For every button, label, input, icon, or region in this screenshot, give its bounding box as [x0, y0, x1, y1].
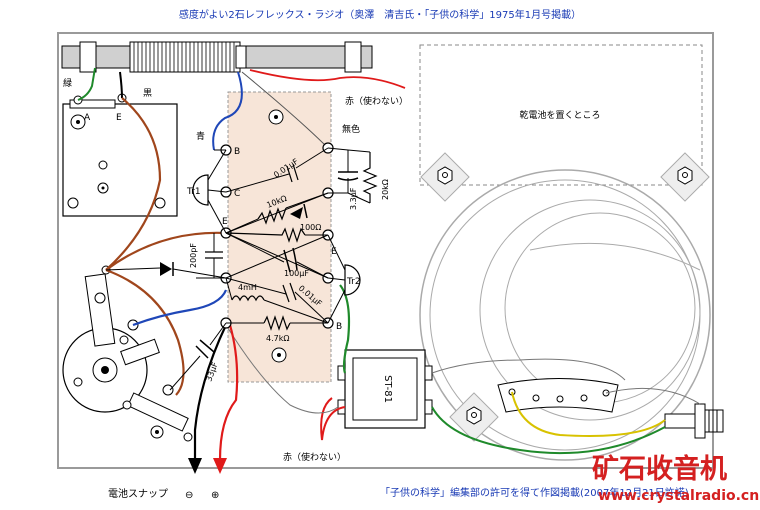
term-label-b2: B [336, 322, 342, 332]
transformer-label: ST-81 [382, 375, 393, 403]
label-cap-200pf: 200pF [189, 243, 198, 268]
label-blue: 青 [196, 130, 205, 142]
inductor-4mh [225, 277, 329, 324]
wire-transformer-speaker-top [431, 358, 626, 381]
diode-detector [105, 262, 227, 279]
wire-blue-antenna [212, 71, 243, 151]
wire-gray-board-transformer [225, 324, 339, 414]
wire-black-antenna [119, 71, 123, 99]
label-green: 緑 [63, 77, 72, 89]
term-label-e2: E [331, 247, 337, 257]
battery-snap-label: 電池スナップ [108, 487, 168, 500]
wire-green-tr2 [339, 284, 351, 374]
transistor-tr2 [327, 234, 361, 324]
wire-b1-e1 [225, 192, 329, 234]
label-black: 黒 [143, 88, 152, 99]
bar-antenna [61, 41, 373, 73]
wire-gray-speaker [605, 388, 701, 405]
wire-green-antenna [77, 67, 96, 101]
capacitor-33uf-battery [169, 322, 227, 391]
arrow-battery-red [213, 458, 227, 474]
term-label-e1: E [222, 217, 228, 227]
speaker-bracket-bottom [449, 392, 499, 442]
volume-switch [62, 265, 193, 442]
battery-plus-symbol: ⊕ [211, 490, 219, 501]
wire-brown-3 [105, 268, 185, 396]
speaker-bracket-left [420, 152, 470, 202]
label-res-20k: 20kΩ [381, 179, 390, 200]
speaker-bracket-right [660, 152, 710, 202]
output-transformer [337, 349, 433, 429]
watermark-url: www.crystalradio.cn [598, 488, 759, 504]
wire-red-antenna-unused [249, 69, 406, 89]
label-red-unused-bottom: 赤（使わない） [283, 451, 346, 463]
capacitor-0-01uf-lower [225, 277, 329, 324]
wire-red-transformer-unused [320, 397, 346, 441]
tr1-label: Tr1 [186, 187, 201, 197]
wire-brown-1 [105, 97, 162, 271]
label-res-4-7k: 4.7kΩ [266, 334, 289, 343]
wire-transformer-speaker-green [431, 406, 666, 455]
board-mount-screw-top [268, 109, 284, 125]
label-colorless: 無色 [342, 123, 360, 135]
battery-area-label: 乾電池を置くところ [519, 109, 600, 121]
antenna-coil [129, 41, 241, 73]
wire-yellow-speaker [511, 391, 666, 437]
wire-blue-switch [132, 289, 228, 327]
arrow-battery-black [188, 458, 202, 474]
vc-term-a: A [84, 113, 91, 123]
wire-e1-c2 [225, 232, 329, 279]
label-res-100: 100Ω [300, 223, 321, 232]
diode-board [290, 203, 308, 219]
resistor-4-7k [226, 315, 328, 331]
diagram-title: 感度がよい2石レフレックス・ラジオ（奥澤 清吉氏・「子供の科学」1975年1月号… [179, 8, 581, 21]
wire-colorless-antenna [241, 71, 329, 149]
watermark-cn: 矿石收音机 [592, 453, 727, 485]
term-label-c1: C [234, 189, 240, 199]
vc-term-e: E [116, 113, 122, 123]
capacitor-0-01uf-upper [225, 147, 329, 193]
transistor-tr1 [192, 149, 227, 234]
battery-area [419, 44, 703, 186]
tr2-label: Tr2 [346, 277, 361, 287]
speaker-terminal-strip [497, 378, 619, 413]
term-label-b1: B [234, 147, 240, 157]
label-ind-4mh: 4mH [238, 283, 257, 292]
label-red-unused-top: 赤（使わない） [345, 95, 408, 107]
capacitor-3-3uf [327, 147, 359, 194]
resistor-20k [347, 149, 378, 204]
battery-minus-symbol: ⊖ [185, 490, 193, 501]
speaker [419, 169, 711, 461]
wire-left-mid-e2 [225, 234, 329, 279]
wire-battery-red [218, 324, 239, 461]
label-cap-100uf: 100μF [284, 269, 309, 278]
wire-brown-2 [105, 231, 227, 271]
resistor-100 [225, 227, 328, 243]
board-mount-screw-bottom [271, 347, 287, 363]
label-cap-3-3uf: 3.3μF [349, 187, 358, 210]
wire-battery-black [193, 324, 227, 460]
earphone-jack [664, 403, 724, 439]
footer-credit: 「子供の科学」編集部の許可を得て作図掲載(2007年12月21日許諾) [380, 486, 689, 499]
circuit-board [227, 91, 332, 383]
